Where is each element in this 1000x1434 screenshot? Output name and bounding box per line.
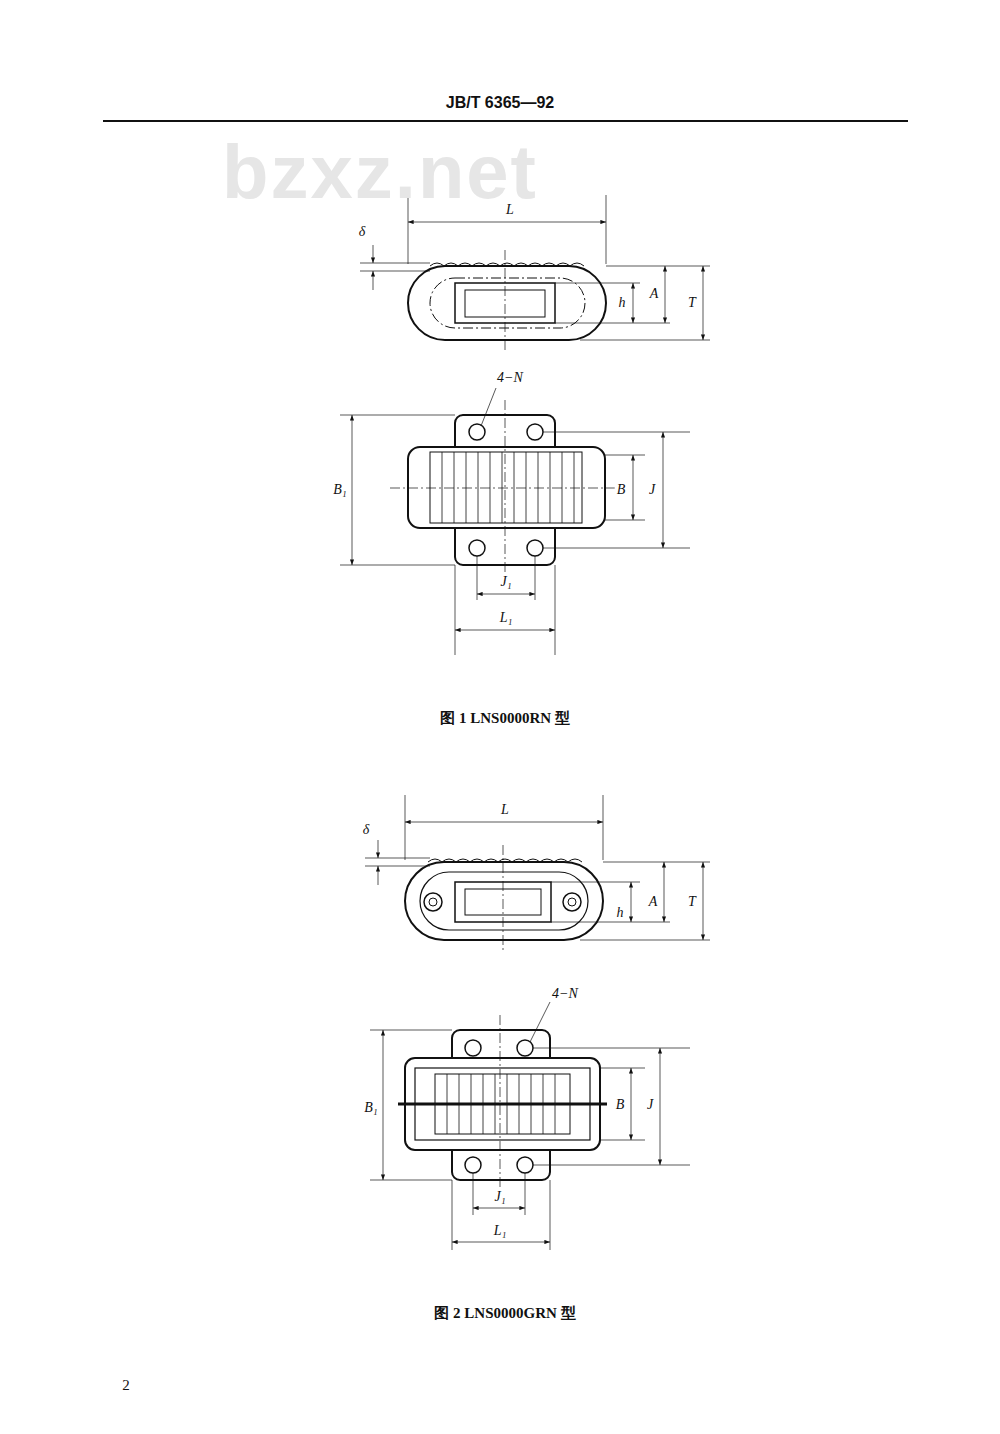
dimension-letter: L [504,202,516,217]
dimension-letter: J [645,1097,655,1112]
dimension-letter: h [615,905,626,920]
figure-caption: 图 2 LNS0000GRN 型 [432,1305,577,1322]
dimension-letter: B [615,482,628,497]
dimension-letter: T [686,295,698,310]
dimension-letter: B [614,1097,627,1112]
standard-number: JB/T 6365—92 [444,94,557,112]
dimension-letter: L₁ [498,610,515,625]
watermark: bzxz.net [220,130,540,214]
page-number: 2 [120,1377,132,1394]
dimension-letter: T [686,894,698,909]
dimension-letter: L [499,802,511,817]
figure-caption: 图 1 LNS0000RN 型 [438,710,572,727]
dimension-letter: δ [361,822,372,837]
dimension-letter: L₁ [492,1223,509,1238]
callout-text: 4−N [495,370,525,385]
dimension-letter: A [647,894,660,909]
dimension-letter: A [648,286,661,301]
dimension-letter: B₁ [331,482,348,497]
dimension-letter: J [647,482,657,497]
dimension-letter: J₁ [498,574,513,589]
dimension-letter: B₁ [362,1100,379,1115]
dimension-letter: h [617,295,628,310]
dimension-letter: J₁ [492,1189,507,1204]
callout-text: 4−N [550,986,580,1001]
dimension-letter: δ [357,224,368,239]
